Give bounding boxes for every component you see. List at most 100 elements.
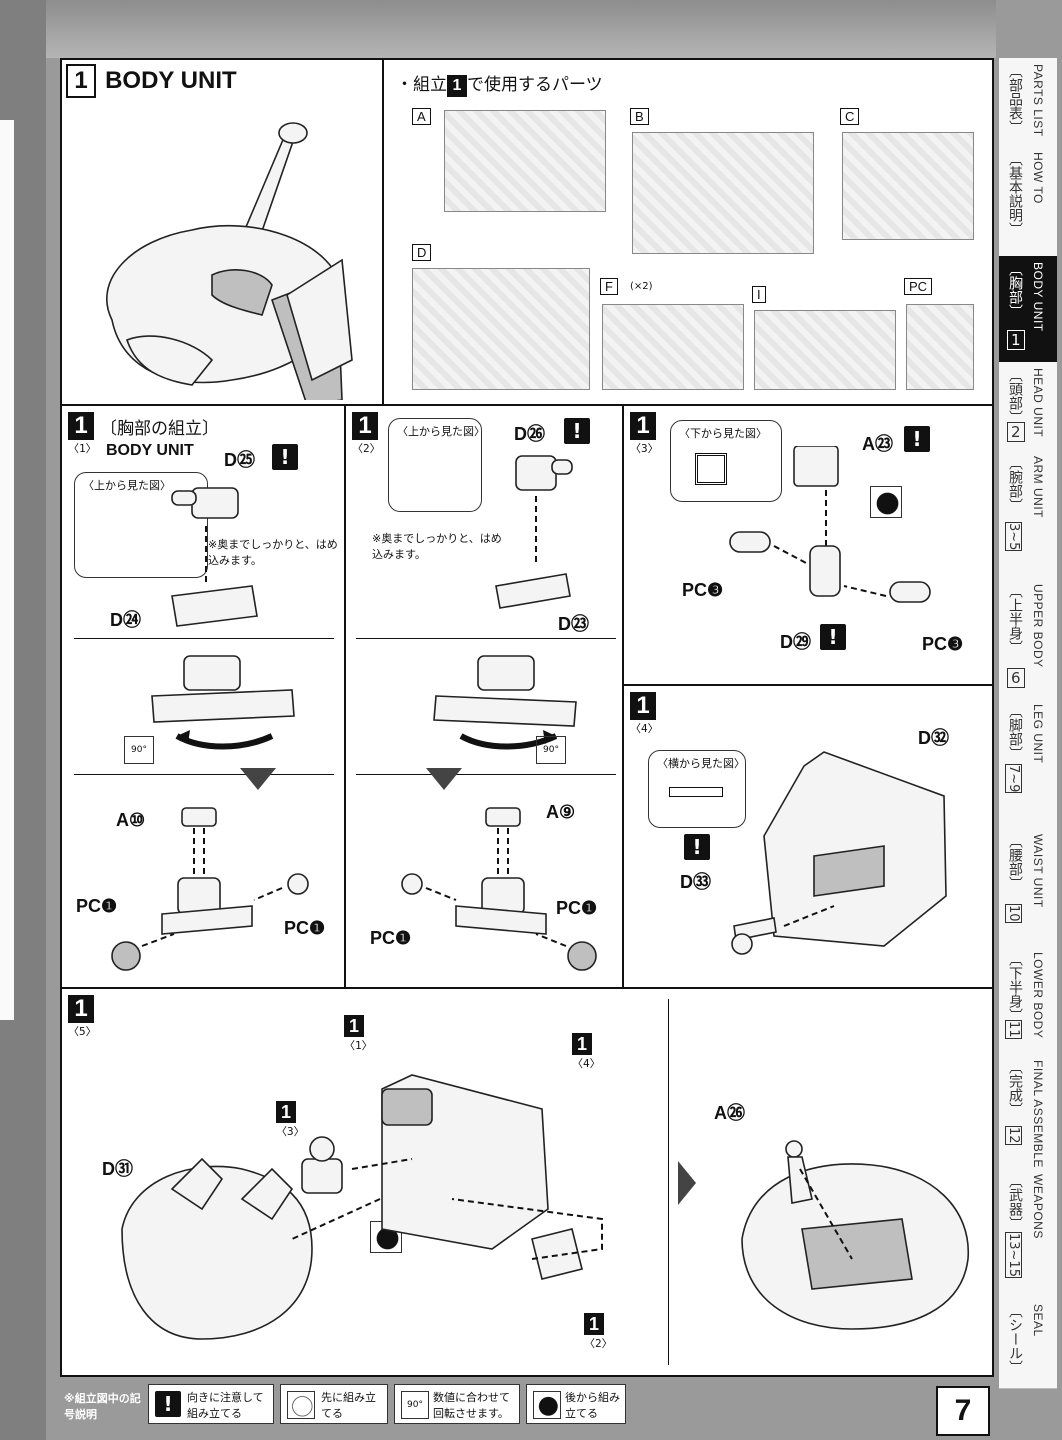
tab-leg-unit[interactable]: 〔脚部〕 LEG UNIT 7~9 — [999, 698, 1057, 829]
ref-4-num: 1 — [572, 1033, 592, 1055]
tab-weapons[interactable]: 〔武器〕 WEAPONS 13~15 — [999, 1168, 1057, 1299]
tab-final-assemble[interactable]: 〔完成〕 FINAL ASSEMBLE 12 — [999, 1054, 1057, 1169]
rotate-90-icon: 90° — [536, 736, 566, 764]
step-1-parts-bottom — [111, 807, 309, 971]
step-4-parts — [731, 751, 947, 955]
label-d33: D㉝ — [680, 872, 711, 892]
step-title: 1 BODY UNIT — [66, 64, 237, 98]
label-pc1-left: PC❶ — [76, 896, 118, 916]
step-1-parts-top — [171, 487, 258, 627]
step-4-num: 1 — [630, 692, 656, 720]
label-d31: D㉛ — [102, 1159, 133, 1179]
tab-seal[interactable]: 〔シール〕 SEAL — [999, 1298, 1057, 1389]
tab-leg-unit-en: LEG UNIT — [1031, 704, 1045, 764]
tab-final-assemble-num: 12 — [1005, 1126, 1022, 1145]
step-1-rotate-illustration — [151, 655, 295, 750]
tab-arm-unit[interactable]: 〔腕部〕 ARM UNIT 3~5 — [999, 450, 1057, 579]
legend-bar: ※組立図中の記号説明 ! 向きに注意して組み立てる 先に組み立てる 90° 数値… — [60, 1384, 994, 1424]
side-view-bar — [669, 787, 723, 797]
step-1-panel: 1 〈1〉 〔胸部の組立〕 BODY UNIT 〈上から見た図〉 D㉕ ! ※奥… — [60, 404, 346, 989]
label-pc3-left: PC❸ — [682, 580, 724, 600]
step-2-note: ※奥までしっかりと、はめ込みます。 — [372, 532, 502, 561]
step-1-num: 1 — [68, 412, 94, 440]
tab-how-to-en: HOW TO — [1031, 152, 1045, 204]
exclamation-icon: ! — [155, 1391, 181, 1417]
legend-post-assemble-text: 後から組み立てる — [565, 1391, 620, 1420]
tab-body-unit[interactable]: 〔胸部〕 BODY UNIT 1 — [999, 256, 1057, 363]
tab-head-unit-jp: 〔頭部〕 — [1007, 368, 1023, 424]
tab-lower-body[interactable]: 〔下半身〕 LOWER BODY 11 — [999, 946, 1057, 1055]
tab-head-unit[interactable]: 〔頭部〕 HEAD UNIT 2 — [999, 362, 1057, 451]
label-d32: D㉜ — [918, 728, 949, 748]
tab-upper-body[interactable]: 〔上半身〕 UPPER BODY 6 — [999, 578, 1057, 699]
tab-upper-body-en: UPPER BODY — [1031, 584, 1045, 668]
step-5-sub: 〈5〉 — [68, 1025, 97, 1038]
step-5-ref-4: 1 〈4〉 — [572, 1033, 601, 1071]
step-4-panel: 1 〈4〉 〈横から見た図〉 ! D㉝ D㉜ — [622, 684, 994, 989]
warning-exclamation-icon: ! — [904, 426, 930, 452]
tab-how-to[interactable]: 〔基本説明〕 HOW TO — [999, 146, 1057, 257]
sprue-label-f: F — [600, 278, 618, 295]
tab-weapons-en: WEAPONS — [1031, 1174, 1045, 1239]
post-assemble-icon — [533, 1391, 561, 1419]
parts-used-num: 1 — [447, 75, 467, 97]
legend-caution-text: 向きに注意して組み立てる — [187, 1391, 264, 1420]
tab-how-to-jp: 〔基本説明〕 — [1007, 152, 1023, 236]
sprue-label-pc: PC — [904, 278, 933, 295]
tab-arm-unit-en: ARM UNIT — [1031, 456, 1045, 518]
step-1-title-jp: 〔胸部の組立〕 — [100, 419, 219, 439]
tab-lower-body-jp: 〔下半身〕 — [1007, 952, 1023, 1022]
tab-head-unit-en: HEAD UNIT — [1031, 368, 1045, 438]
step-1-top-view-label: 〈上から見た図〉 — [83, 479, 171, 492]
label-a23: A㉓ — [862, 434, 893, 454]
top-background — [46, 0, 996, 58]
step-5-assembly-illustration — [121, 1074, 603, 1340]
section-tabs: 〔部品表〕 PARTS LIST 〔基本説明〕 HOW TO 〔胸部〕 BODY… — [998, 58, 1057, 1389]
down-arrow-icon — [426, 768, 462, 790]
tab-body-unit-num: 1 — [1007, 330, 1025, 350]
step-1-top-view-callout: 〈上から見た図〉 — [74, 472, 208, 578]
ref-3-num: 1 — [276, 1101, 296, 1123]
step-3-sub: 〈3〉 — [630, 442, 659, 455]
parts-used-suffix: で使用するパーツ — [467, 75, 603, 95]
tab-seal-en: SEAL — [1031, 1304, 1045, 1337]
sprue-label-c: C — [840, 108, 860, 125]
step-1-title-en: BODY UNIT — [106, 442, 194, 459]
legend-title: ※組立図中の記号説明 — [64, 1392, 141, 1421]
tab-parts-list[interactable]: 〔部品表〕 PARTS LIST — [999, 58, 1057, 147]
label-d25: D㉕ — [224, 450, 255, 470]
step-3-parts — [729, 446, 931, 603]
step-1-divider-2 — [74, 774, 334, 775]
label-a10: A⑩ — [116, 810, 146, 830]
arrow-right-icon — [678, 1161, 696, 1205]
header-panel-left: 1 BODY UNIT — [60, 58, 384, 406]
tab-body-unit-en: BODY UNIT — [1031, 262, 1045, 332]
ref-3-sub: 〈3〉 — [276, 1125, 305, 1138]
legend-item-post-assemble: 後から組み立てる — [526, 1384, 626, 1424]
label-d26: D㉖ — [514, 424, 545, 444]
step-5-ref-1: 1 〈1〉 — [344, 1015, 373, 1053]
sprue-label-a: A — [412, 108, 431, 125]
tab-parts-list-jp: 〔部品表〕 — [1007, 64, 1023, 134]
sprue-label-i: I — [752, 286, 766, 303]
tab-lower-body-num: 11 — [1005, 1020, 1022, 1039]
tab-leg-unit-jp: 〔脚部〕 — [1007, 704, 1023, 760]
tab-arm-unit-num: 3~5 — [1005, 522, 1022, 552]
step-1-badge: 1 〈1〉 — [68, 412, 97, 456]
sprue-f — [602, 304, 744, 390]
rotate-90-icon: 90° — [124, 736, 154, 764]
legend-pre-assemble-text: 先に組み立てる — [321, 1391, 376, 1420]
tab-seal-jp: 〔シール〕 — [1007, 1304, 1023, 1374]
sprue-pc — [906, 304, 974, 390]
ref-1-sub: 〈1〉 — [344, 1039, 373, 1052]
label-pc1-left: PC❶ — [370, 928, 412, 948]
sprue-c — [842, 132, 974, 240]
step-title-text: BODY UNIT — [105, 67, 237, 94]
ref-2-num: 1 — [584, 1313, 604, 1335]
tab-weapons-num: 13~15 — [1005, 1232, 1022, 1278]
tab-waist-unit-jp: 〔腰部〕 — [1007, 834, 1023, 890]
step-2-top-view-callout: 〈上から見た図〉 — [388, 418, 485, 512]
tab-waist-unit[interactable]: 〔腰部〕 WAIST UNIT 10 — [999, 828, 1057, 947]
step-number-badge: 1 — [66, 64, 96, 98]
